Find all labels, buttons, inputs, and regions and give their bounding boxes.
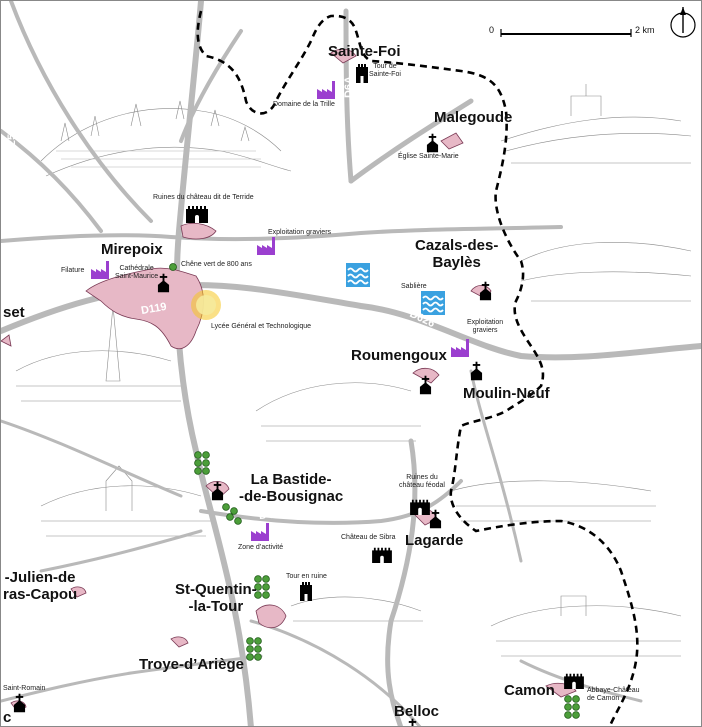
factory-icon-trille	[317, 81, 335, 99]
poi-zone-activite: Zone d’activité	[238, 544, 284, 551]
castle-icon-terride	[186, 206, 208, 223]
road-label-d6a: D6A	[343, 75, 356, 99]
scale-start: 0	[489, 25, 495, 35]
poi-cathedrale: Cathédrale Saint-Maurice	[115, 265, 159, 280]
town-lagarde[interactable]: Lagarde	[405, 532, 464, 549]
road-label-d625-south: D625	[196, 413, 209, 441]
town-la-bastide-de-bousignac[interactable]: La Bastide- -de-Bousignac	[239, 471, 344, 505]
poi-lycee: Lycée Général et Technologique	[211, 323, 312, 330]
water-icon-sabliere	[421, 291, 445, 315]
poi-exploitation-graviers-1: Exploitation graviers	[268, 229, 332, 236]
compass-icon	[670, 7, 696, 38]
tower-icon-sainte-foi	[356, 64, 368, 83]
poi-exploitation-graviers-2: Exploitation graviers	[467, 319, 504, 334]
town-st-quentin-la-tour[interactable]: St-Quentin- -la-Tour	[175, 581, 257, 615]
chene-vert-icon	[169, 263, 177, 271]
poi-saint-romain: Saint-Romain	[3, 685, 46, 692]
urban-areas	[1, 48, 577, 712]
factory-icon-filature	[91, 261, 109, 279]
scale-end: 2 km	[635, 25, 655, 35]
poi-ruines-terride: Ruines du château dit de Terride	[153, 194, 254, 201]
town-roumengoux[interactable]: Roumengoux	[351, 347, 447, 364]
town-cut-set[interactable]: set	[3, 304, 25, 321]
poi-filature: Filature	[61, 267, 85, 274]
town-belloc[interactable]: Belloc	[394, 703, 440, 720]
poi-abbaye-camon: Abbaye-Château de Camon	[587, 687, 640, 702]
castle-icon-feodal	[410, 499, 430, 515]
water-icon-1	[346, 263, 370, 287]
poi-tour-sainte-foi: Tour de Sainte-Foi	[369, 63, 401, 78]
factory-icon-graviers-2	[451, 339, 469, 357]
poi-eglise-sainte-marie: Église Sainte-Marie	[398, 153, 459, 160]
poi-tour-ruine: Tour en ruine	[286, 573, 327, 580]
road-label-d625-west: D625	[6, 133, 19, 161]
town-malegoude[interactable]: Malegoude	[434, 109, 513, 126]
town-moulin-neuf[interactable]: Moulin-Neuf	[463, 385, 550, 402]
castle-icon-sibra	[372, 547, 392, 563]
commune-boundary	[196, 10, 639, 726]
poi-domaine-trille: Domaine de la Trille	[273, 101, 335, 108]
scale-bar	[500, 29, 632, 37]
road-label-d7: D7	[418, 571, 434, 587]
lycee-highlight-icon	[191, 290, 221, 320]
town-cazals-des-bayles[interactable]: Cazals-des- Baylès	[415, 237, 499, 271]
factory-icon-zone	[251, 523, 269, 541]
town-cut-c[interactable]: c	[3, 709, 12, 726]
castle-icon-camon	[564, 673, 584, 689]
poi-chene-vert: Chêne vert de 800 ans	[181, 261, 252, 268]
town-camon[interactable]: Camon	[504, 682, 555, 699]
town-mirepoix[interactable]: Mirepoix	[101, 241, 163, 258]
poi-sabliere: Sablière	[401, 283, 427, 290]
tower-icon-ruine	[300, 582, 312, 601]
town-st-julien-de-gras-capou[interactable]: -Julien-de ras-Capou	[3, 569, 78, 603]
church-icon-malegoude	[426, 133, 439, 153]
road-label-d407: D407	[258, 507, 286, 523]
sketch-landscapes	[15, 84, 692, 657]
poi-chateau-sibra: Château de Sibra	[341, 534, 396, 541]
town-troye-dariege[interactable]: Troye-d’Ariège	[139, 656, 245, 673]
poi-ruines-feodal: Ruines du château féodal	[399, 474, 445, 489]
church-icon-moulin-neuf	[470, 361, 483, 381]
town-sainte-foi[interactable]: Sainte-Foi	[328, 43, 401, 60]
